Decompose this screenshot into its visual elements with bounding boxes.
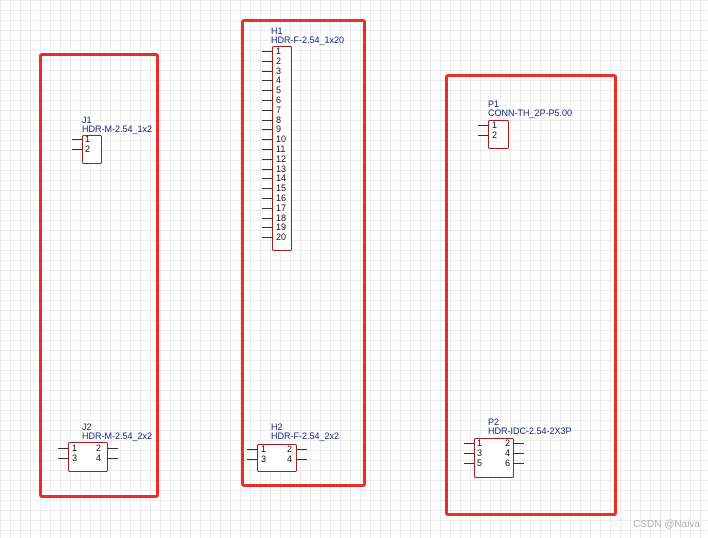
pin-number-p2-4: 4 <box>505 448 511 458</box>
pin-number-h1-8: 8 <box>276 115 282 125</box>
part-name-p2: HDR-IDC-2.54-2X3P <box>488 426 572 436</box>
pin-number-h1-2: 2 <box>276 56 282 66</box>
pin-line-p2-2[interactable] <box>514 443 524 444</box>
pin-number-j1-2: 2 <box>85 144 91 154</box>
pin-line-h1-7[interactable] <box>262 110 272 111</box>
group-box-right <box>445 74 617 516</box>
pin-number-h2-4: 4 <box>287 454 293 464</box>
pin-line-j2-4[interactable] <box>108 458 118 459</box>
designator-p2: P2 <box>488 417 500 427</box>
pin-line-j2-3[interactable] <box>58 458 68 459</box>
part-name-p1: CONN-TH_2P-P5.00 <box>488 108 573 118</box>
pin-number-h1-15: 15 <box>276 183 287 193</box>
pin-line-h1-18[interactable] <box>262 218 272 219</box>
pin-line-p2-3[interactable] <box>464 453 474 454</box>
pin-number-j2-4: 4 <box>96 453 102 463</box>
pin-number-p2-1: 1 <box>477 438 483 448</box>
pin-number-j2-2: 2 <box>96 443 102 453</box>
pin-number-h2-2: 2 <box>287 444 293 454</box>
pin-number-j2-1: 1 <box>72 443 78 453</box>
pin-number-h1-16: 16 <box>276 193 287 203</box>
pin-number-p1-2: 2 <box>492 130 498 140</box>
pin-number-h1-11: 11 <box>276 144 286 154</box>
pin-line-h1-17[interactable] <box>262 208 272 209</box>
pin-number-p2-6: 6 <box>505 458 511 468</box>
pin-number-p2-2: 2 <box>505 438 511 448</box>
pin-line-h1-2[interactable] <box>262 61 272 62</box>
pin-number-h1-6: 6 <box>276 95 282 105</box>
pin-line-h1-9[interactable] <box>262 129 272 130</box>
pin-number-p2-3: 3 <box>477 448 483 458</box>
pin-number-h1-10: 10 <box>276 134 287 144</box>
group-box-left <box>39 53 159 498</box>
component-body-p2[interactable] <box>474 438 514 478</box>
group-box-middle <box>241 19 366 487</box>
pin-number-h2-3: 3 <box>261 454 267 464</box>
pin-number-h2-1: 1 <box>261 444 267 454</box>
pin-line-h1-8[interactable] <box>262 120 272 121</box>
designator-p1: P1 <box>488 99 500 109</box>
part-name-j1: HDR-M-2.54_1x2 <box>82 124 153 134</box>
pin-number-h1-7: 7 <box>276 105 282 115</box>
pin-number-h1-9: 9 <box>276 124 282 134</box>
designator-j1: J1 <box>82 115 92 125</box>
pin-number-p2-5: 5 <box>477 458 483 468</box>
designator-j2: J2 <box>82 422 92 432</box>
pin-number-h1-13: 13 <box>276 164 287 174</box>
pin-number-h1-3: 3 <box>276 66 282 76</box>
pin-line-h1-6[interactable] <box>262 100 272 101</box>
pin-line-p2-6[interactable] <box>514 463 524 464</box>
pin-line-h2-1[interactable] <box>247 449 257 450</box>
pin-number-h1-20: 20 <box>276 232 287 242</box>
pin-line-h2-3[interactable] <box>247 459 257 460</box>
pin-line-h1-16[interactable] <box>262 198 272 199</box>
component-body-j1[interactable] <box>82 135 102 164</box>
pin-number-j2-3: 3 <box>72 453 78 463</box>
pin-number-h1-1: 1 <box>276 46 282 56</box>
pin-line-h1-12[interactable] <box>262 159 272 160</box>
pin-line-h1-11[interactable] <box>262 149 272 150</box>
pin-line-h1-4[interactable] <box>262 80 272 81</box>
pin-line-h1-14[interactable] <box>262 178 272 179</box>
pin-line-p2-4[interactable] <box>514 453 524 454</box>
pin-line-h1-1[interactable] <box>262 51 272 52</box>
pin-line-p1-1[interactable] <box>478 125 488 126</box>
pin-number-h1-17: 17 <box>276 203 287 213</box>
pin-line-h1-15[interactable] <box>262 188 272 189</box>
pin-line-h1-19[interactable] <box>262 227 272 228</box>
pin-line-j1-2[interactable] <box>72 149 82 150</box>
pin-line-p2-1[interactable] <box>464 443 474 444</box>
pin-line-h1-20[interactable] <box>262 237 272 238</box>
pin-line-h1-5[interactable] <box>262 90 272 91</box>
pin-number-p1-1: 1 <box>492 120 498 130</box>
watermark: CSDN @Naiva <box>633 519 700 530</box>
part-name-j2: HDR-M-2.54_2x2 <box>82 431 153 441</box>
pin-line-h1-3[interactable] <box>262 71 272 72</box>
pin-line-j2-2[interactable] <box>108 448 118 449</box>
pin-line-p1-2[interactable] <box>478 135 488 136</box>
pin-number-h1-4: 4 <box>276 75 282 85</box>
component-body-j2[interactable] <box>68 442 108 472</box>
part-name-h2: HDR-F-2.54_2x2 <box>271 431 340 441</box>
designator-h1: H1 <box>271 26 283 36</box>
pin-number-h1-14: 14 <box>276 173 287 183</box>
designator-h2: H2 <box>271 422 283 432</box>
pin-line-h2-4[interactable] <box>297 459 307 460</box>
pin-number-j1-1: 1 <box>85 134 91 144</box>
part-name-h1: HDR-F-2.54_1x20 <box>271 35 345 45</box>
pin-line-j1-1[interactable] <box>72 139 82 140</box>
pin-line-h1-10[interactable] <box>262 139 272 140</box>
component-body-h1[interactable] <box>272 46 292 251</box>
pin-line-h1-13[interactable] <box>262 169 272 170</box>
pin-number-h1-19: 19 <box>276 222 287 232</box>
pin-line-p2-5[interactable] <box>464 463 474 464</box>
component-body-h2[interactable] <box>257 444 297 472</box>
component-body-p1[interactable] <box>488 120 509 149</box>
pin-line-h2-2[interactable] <box>297 449 307 450</box>
pin-number-h1-18: 18 <box>276 213 287 223</box>
pin-line-j2-1[interactable] <box>58 448 68 449</box>
pin-number-h1-12: 12 <box>276 154 287 164</box>
pin-number-h1-5: 5 <box>276 85 282 95</box>
